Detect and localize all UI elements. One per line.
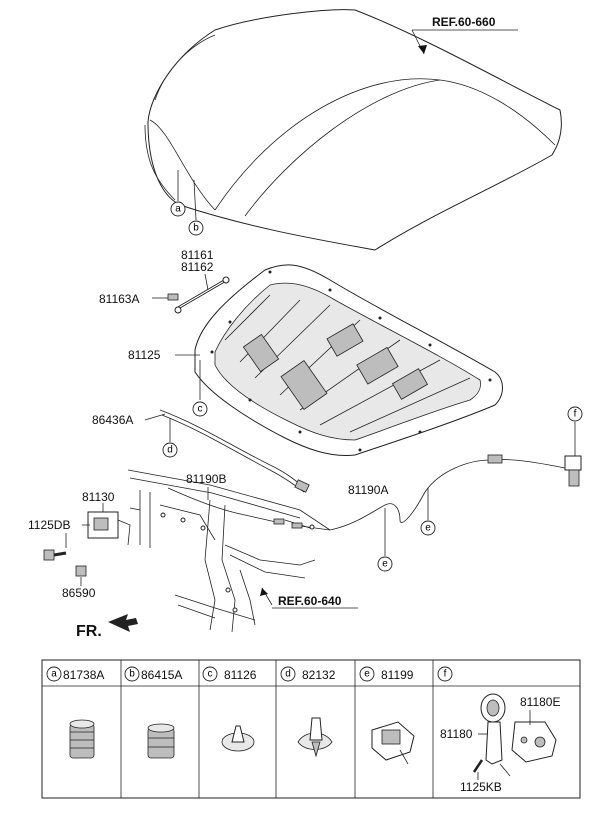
callout-f-handle: f: [567, 406, 583, 422]
legend-f-part-1125KB: 1125KB: [460, 780, 502, 794]
label-81190A: 81190A: [348, 483, 388, 497]
legend-letter-e: e: [359, 666, 375, 682]
svg-text:e: e: [364, 669, 370, 680]
frame-ref-label: REF.60-640: [278, 594, 342, 608]
label-81130: 81130: [82, 490, 115, 504]
label-81163A: 81163A: [99, 292, 139, 306]
legend-f-part-81180E: 81180E: [520, 695, 560, 709]
clip-81199-icon: [371, 721, 415, 765]
bolt-1125DB: [43, 549, 67, 561]
front-direction-label: FR.: [76, 623, 102, 640]
callout-c-insulator: c: [192, 401, 208, 417]
legend-part-81126: 81126: [224, 668, 257, 682]
hood-latch: [87, 511, 131, 546]
hood-stay-rod: [167, 276, 230, 314]
legend-letter-a: a: [46, 666, 62, 682]
callout-a-hood: a: [170, 201, 186, 217]
svg-text:b: b: [193, 223, 199, 234]
callout-e-cable-right: e: [420, 520, 436, 536]
svg-text:a: a: [51, 669, 57, 680]
label-81162: 81162: [181, 260, 214, 274]
hood-panel: [144, 9, 562, 251]
legend-letter-c: c: [202, 666, 218, 682]
svg-text:f: f: [444, 669, 447, 680]
hood-insulator: [194, 264, 503, 457]
label-1125DB: 1125DB: [28, 518, 70, 532]
nut-86590: [75, 565, 87, 577]
svg-text:d: d: [167, 445, 173, 456]
label-81125: 81125: [128, 348, 161, 362]
hood-release-cable-81190A: [291, 454, 566, 531]
latch-assembly-f-icon: [472, 693, 557, 773]
label-81190B: 81190B: [186, 472, 226, 486]
hood-release-cable-81190B: [167, 487, 285, 525]
bumper-86415A-icon: [147, 723, 175, 759]
grommet-81738A-icon: [69, 719, 95, 759]
front-direction-arrow: [108, 614, 138, 632]
hood-ref-arrow: [418, 45, 427, 54]
label-86436A: 86436A: [92, 413, 133, 427]
legend-part-82132: 82132: [302, 668, 336, 682]
callout-d-seal: d: [162, 442, 178, 458]
svg-text:c: c: [208, 669, 213, 680]
label-86590: 86590: [62, 586, 96, 600]
svg-text:f: f: [574, 409, 577, 420]
legend-part-81199: 81199: [381, 668, 414, 682]
radiator-support-frame: [127, 469, 331, 633]
svg-text:e: e: [382, 559, 388, 570]
legend-f-part-81180: 81180: [440, 727, 473, 741]
frame-ref-arrow: [260, 588, 268, 596]
label-81161: 81161: [181, 248, 214, 262]
legend-letter-f: f: [437, 666, 453, 682]
retainer-82132-icon: [297, 717, 333, 758]
hood-ref-label: REF.60-660: [432, 15, 496, 29]
svg-text:a: a: [175, 204, 181, 215]
svg-text:d: d: [285, 669, 291, 680]
hood-release-handle: [564, 455, 582, 487]
svg-text:c: c: [198, 404, 203, 415]
clip-81126-icon: [221, 725, 255, 752]
legend-part-81738A: 81738A: [63, 668, 104, 682]
hood-seal-strip: [159, 409, 310, 493]
svg-text:b: b: [129, 669, 135, 680]
legend-letter-d: d: [280, 666, 296, 682]
callout-e-cable-left: e: [377, 556, 393, 572]
callout-b-hood: b: [188, 220, 204, 236]
legend-part-86415A: 86415A: [141, 668, 182, 682]
svg-text:e: e: [425, 523, 431, 534]
legend-letter-b: b: [124, 666, 140, 682]
